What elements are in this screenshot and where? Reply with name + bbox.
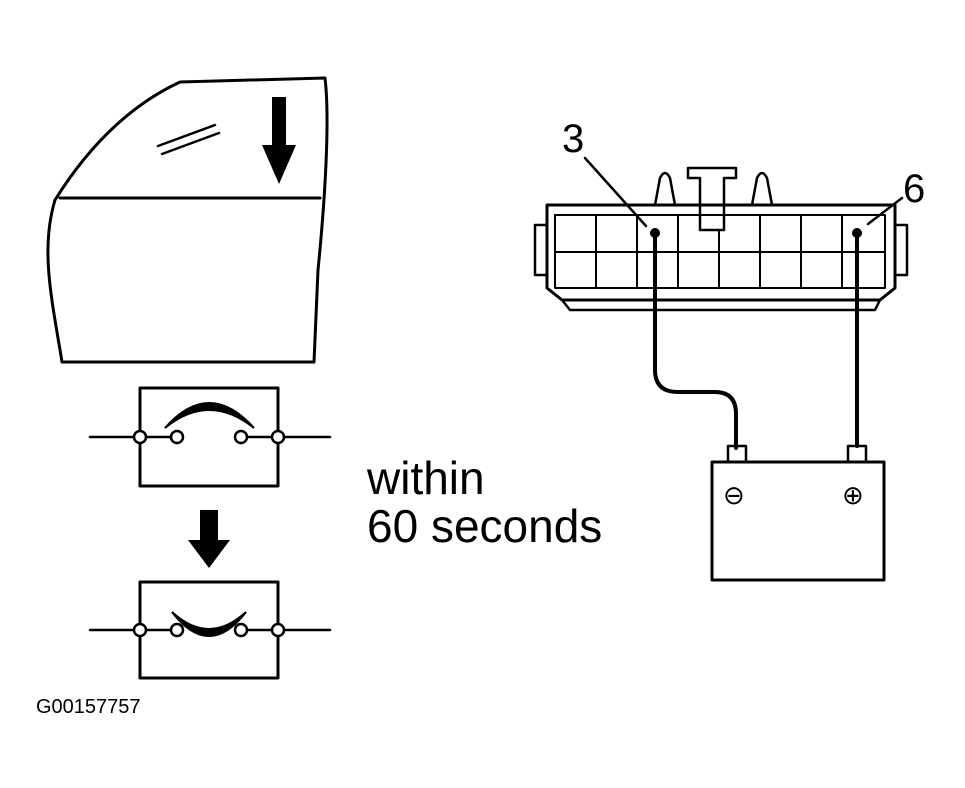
door-illustration	[46, 76, 329, 364]
battery-case	[710, 460, 886, 582]
pin-6-leader-line	[866, 196, 904, 226]
state-transition-arrow-icon	[188, 510, 230, 568]
connector-key	[653, 171, 677, 207]
contact-point	[169, 429, 185, 445]
negative-symbol: ⊖	[723, 481, 745, 511]
battery: ⊖ ⊕	[710, 444, 886, 582]
connector-end-tab	[533, 223, 549, 277]
positive-symbol: ⊕	[842, 481, 864, 511]
contact-point	[233, 429, 249, 445]
pin-grid	[554, 214, 886, 289]
contact-arc-open	[164, 402, 255, 429]
contact-point	[233, 622, 249, 638]
pin-3-leader-line	[583, 156, 648, 228]
negative-terminal	[726, 444, 748, 464]
switch-closed-state	[88, 580, 332, 680]
negative-jumper-wire	[653, 231, 738, 450]
window-down-arrow-icon	[262, 97, 296, 184]
terminal-node	[132, 622, 148, 638]
diagnostic-connector: 3 6	[533, 117, 925, 312]
connector-bottom-lip	[560, 298, 882, 312]
door-outline	[46, 76, 329, 364]
figure-id: G00157757	[36, 696, 141, 718]
switch-open-state	[88, 386, 332, 488]
connector-key	[750, 171, 774, 207]
positive-terminal	[846, 444, 868, 464]
connector-end-tab	[893, 223, 909, 277]
glass-reflection-line	[160, 131, 221, 156]
annotation-line-2: 60 seconds	[367, 500, 602, 552]
contact-point	[169, 622, 185, 638]
terminal-node	[270, 622, 286, 638]
pin-6-label: 6	[903, 167, 925, 211]
pin-3-label: 3	[562, 117, 584, 161]
contact-arc-closed	[171, 611, 247, 637]
terminal-node	[270, 429, 286, 445]
connector-latch	[686, 166, 738, 232]
glass-reflection-line	[156, 123, 217, 148]
terminal-node	[132, 429, 148, 445]
annotation-line-1: within	[366, 452, 485, 504]
